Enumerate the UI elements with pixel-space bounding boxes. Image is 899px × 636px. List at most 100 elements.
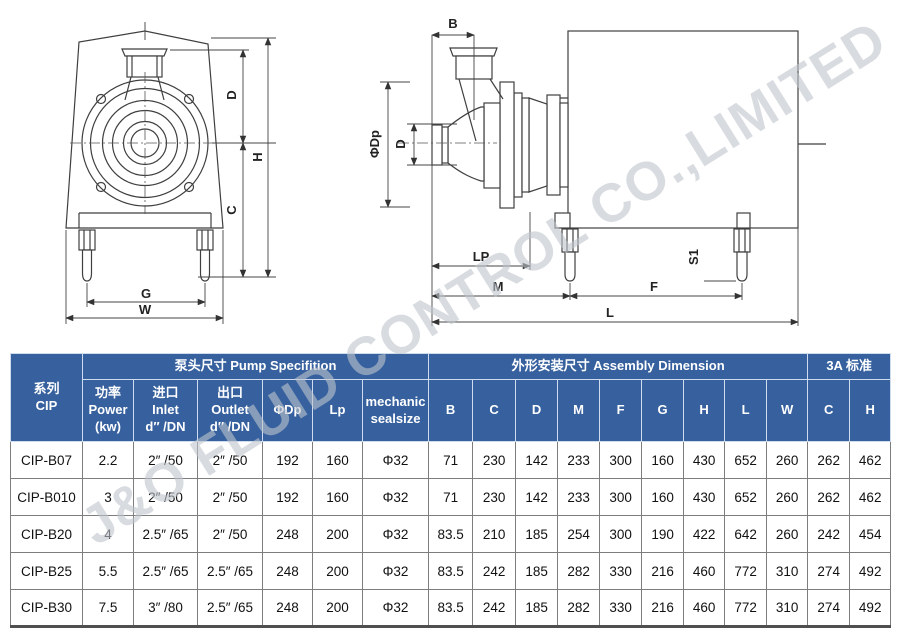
sub-header-row: 功率 Power (kw) 进口 Inlet d″ /DN 出口 Outlet … bbox=[11, 379, 892, 442]
value-cell: 192 bbox=[262, 478, 313, 516]
value-cell: 200 bbox=[312, 515, 363, 553]
value-cell: 2″ /50 bbox=[197, 478, 263, 516]
value-cell: 282 bbox=[557, 589, 601, 627]
model-cell: CIP-B30 bbox=[10, 589, 83, 627]
value-cell: 2″ /50 bbox=[133, 441, 198, 479]
value-cell: 772 bbox=[724, 589, 768, 627]
model-cell: CIP-B20 bbox=[10, 515, 83, 553]
header-series-cip: 系列 CIP bbox=[10, 353, 83, 442]
value-cell: 242 bbox=[807, 515, 851, 553]
value-cell: 3″ /80 bbox=[133, 589, 198, 627]
header-3a-h: H bbox=[849, 379, 892, 442]
dim-label-B: B bbox=[448, 16, 457, 31]
value-cell: 454 bbox=[849, 515, 892, 553]
value-cell: 83.5 bbox=[428, 515, 474, 553]
value-cell: 142 bbox=[515, 441, 559, 479]
header-m: M bbox=[557, 379, 601, 442]
header-w: W bbox=[766, 379, 809, 442]
value-cell: 300 bbox=[599, 441, 643, 479]
value-cell: 185 bbox=[515, 589, 559, 627]
model-cell: CIP-B010 bbox=[10, 478, 83, 516]
value-cell: 190 bbox=[641, 515, 685, 553]
value-cell: 330 bbox=[599, 552, 643, 590]
bolt-hole bbox=[95, 93, 107, 105]
suction-flange bbox=[431, 124, 443, 166]
value-cell: 772 bbox=[724, 552, 768, 590]
centerlines bbox=[70, 72, 220, 214]
adjustable-foot bbox=[81, 249, 93, 282]
header-group-3a-standard: 3A 标准 bbox=[807, 353, 892, 380]
value-cell: 462 bbox=[849, 441, 892, 479]
value-cell: 2″ /50 bbox=[133, 478, 198, 516]
dim-label-L: L bbox=[606, 305, 614, 320]
value-cell: 460 bbox=[683, 552, 726, 590]
header-outlet: 出口 Outlet d″ /DN bbox=[197, 379, 263, 442]
value-cell: 233 bbox=[557, 441, 601, 479]
foot-bracket bbox=[736, 212, 751, 229]
value-cell: 2.5″ /65 bbox=[133, 552, 198, 590]
dim-label-W: W bbox=[139, 302, 152, 317]
value-cell: 300 bbox=[599, 478, 643, 516]
adjustable-foot bbox=[564, 251, 576, 282]
header-phidp: ΦDp bbox=[262, 379, 313, 442]
spec-table-container: 系列 CIP 泵头尺寸 Pump Specifition 外形安装尺寸 Asse… bbox=[10, 353, 892, 628]
value-cell: 422 bbox=[683, 515, 726, 553]
adjustable-foot bbox=[736, 251, 748, 282]
value-cell: 185 bbox=[515, 515, 559, 553]
value-cell: 192 bbox=[262, 441, 313, 479]
casing-cone bbox=[447, 106, 485, 182]
header-3a-c: C bbox=[807, 379, 851, 442]
motor-body bbox=[567, 30, 799, 229]
dim-label-M: M bbox=[493, 279, 504, 294]
header-g: G bbox=[641, 379, 685, 442]
value-cell: 230 bbox=[472, 441, 517, 479]
value-cell: 2.5″ /65 bbox=[197, 589, 263, 627]
value-cell: 160 bbox=[312, 441, 363, 479]
foot-hex-nut bbox=[561, 228, 579, 253]
value-cell: 216 bbox=[641, 552, 685, 590]
foot-hex-nut bbox=[196, 229, 214, 251]
value-cell: 160 bbox=[641, 441, 685, 479]
value-cell: 2.2 bbox=[82, 441, 134, 479]
inlet-neck bbox=[458, 78, 504, 142]
value-cell: 83.5 bbox=[428, 552, 474, 590]
inlet-body bbox=[126, 55, 163, 78]
value-cell: Φ32 bbox=[361, 515, 430, 553]
value-cell: 652 bbox=[724, 478, 768, 516]
value-cell: 5.5 bbox=[82, 552, 134, 590]
adapter-cone bbox=[528, 97, 548, 193]
header-inlet: 进口 Inlet d″ /DN bbox=[133, 379, 198, 442]
pump-side-view: B ΦDp D LP M F L S1 bbox=[367, 16, 826, 326]
value-cell: 460 bbox=[683, 589, 726, 627]
inlet-flange bbox=[449, 47, 498, 57]
foot-hex-nut bbox=[733, 228, 751, 253]
value-cell: 262 bbox=[807, 441, 851, 479]
value-cell: 282 bbox=[557, 552, 601, 590]
value-cell: 462 bbox=[849, 478, 892, 516]
value-cell: 310 bbox=[766, 589, 809, 627]
value-cell: 200 bbox=[312, 552, 363, 590]
header-mechanic-sealsize: mechanic sealsize bbox=[361, 379, 430, 442]
pump-technical-drawing: D H C G W bbox=[65, 16, 826, 326]
value-cell: 260 bbox=[766, 478, 809, 516]
value-cell: 652 bbox=[724, 441, 768, 479]
header-d: D bbox=[515, 379, 559, 442]
inlet-flange bbox=[121, 48, 168, 57]
foot-bracket bbox=[554, 212, 571, 229]
casing-band bbox=[483, 102, 501, 189]
dim-label-G: G bbox=[141, 286, 151, 301]
dim-label-D: D bbox=[393, 139, 408, 148]
header-group-assembly-dimension: 外形安装尺寸 Assembly Dimension bbox=[428, 353, 809, 380]
value-cell: 4 bbox=[82, 515, 134, 553]
value-cell: 300 bbox=[599, 515, 643, 553]
value-cell: 233 bbox=[557, 478, 601, 516]
value-cell: 83.5 bbox=[428, 589, 474, 627]
value-cell: Φ32 bbox=[361, 478, 430, 516]
header-b: B bbox=[428, 379, 474, 442]
value-cell: 2″ /50 bbox=[197, 515, 263, 553]
value-cell: Φ32 bbox=[361, 552, 430, 590]
value-cell: 2″ /50 bbox=[197, 441, 263, 479]
spec-table: 系列 CIP 泵头尺寸 Pump Specifition 外形安装尺寸 Asse… bbox=[10, 353, 892, 628]
